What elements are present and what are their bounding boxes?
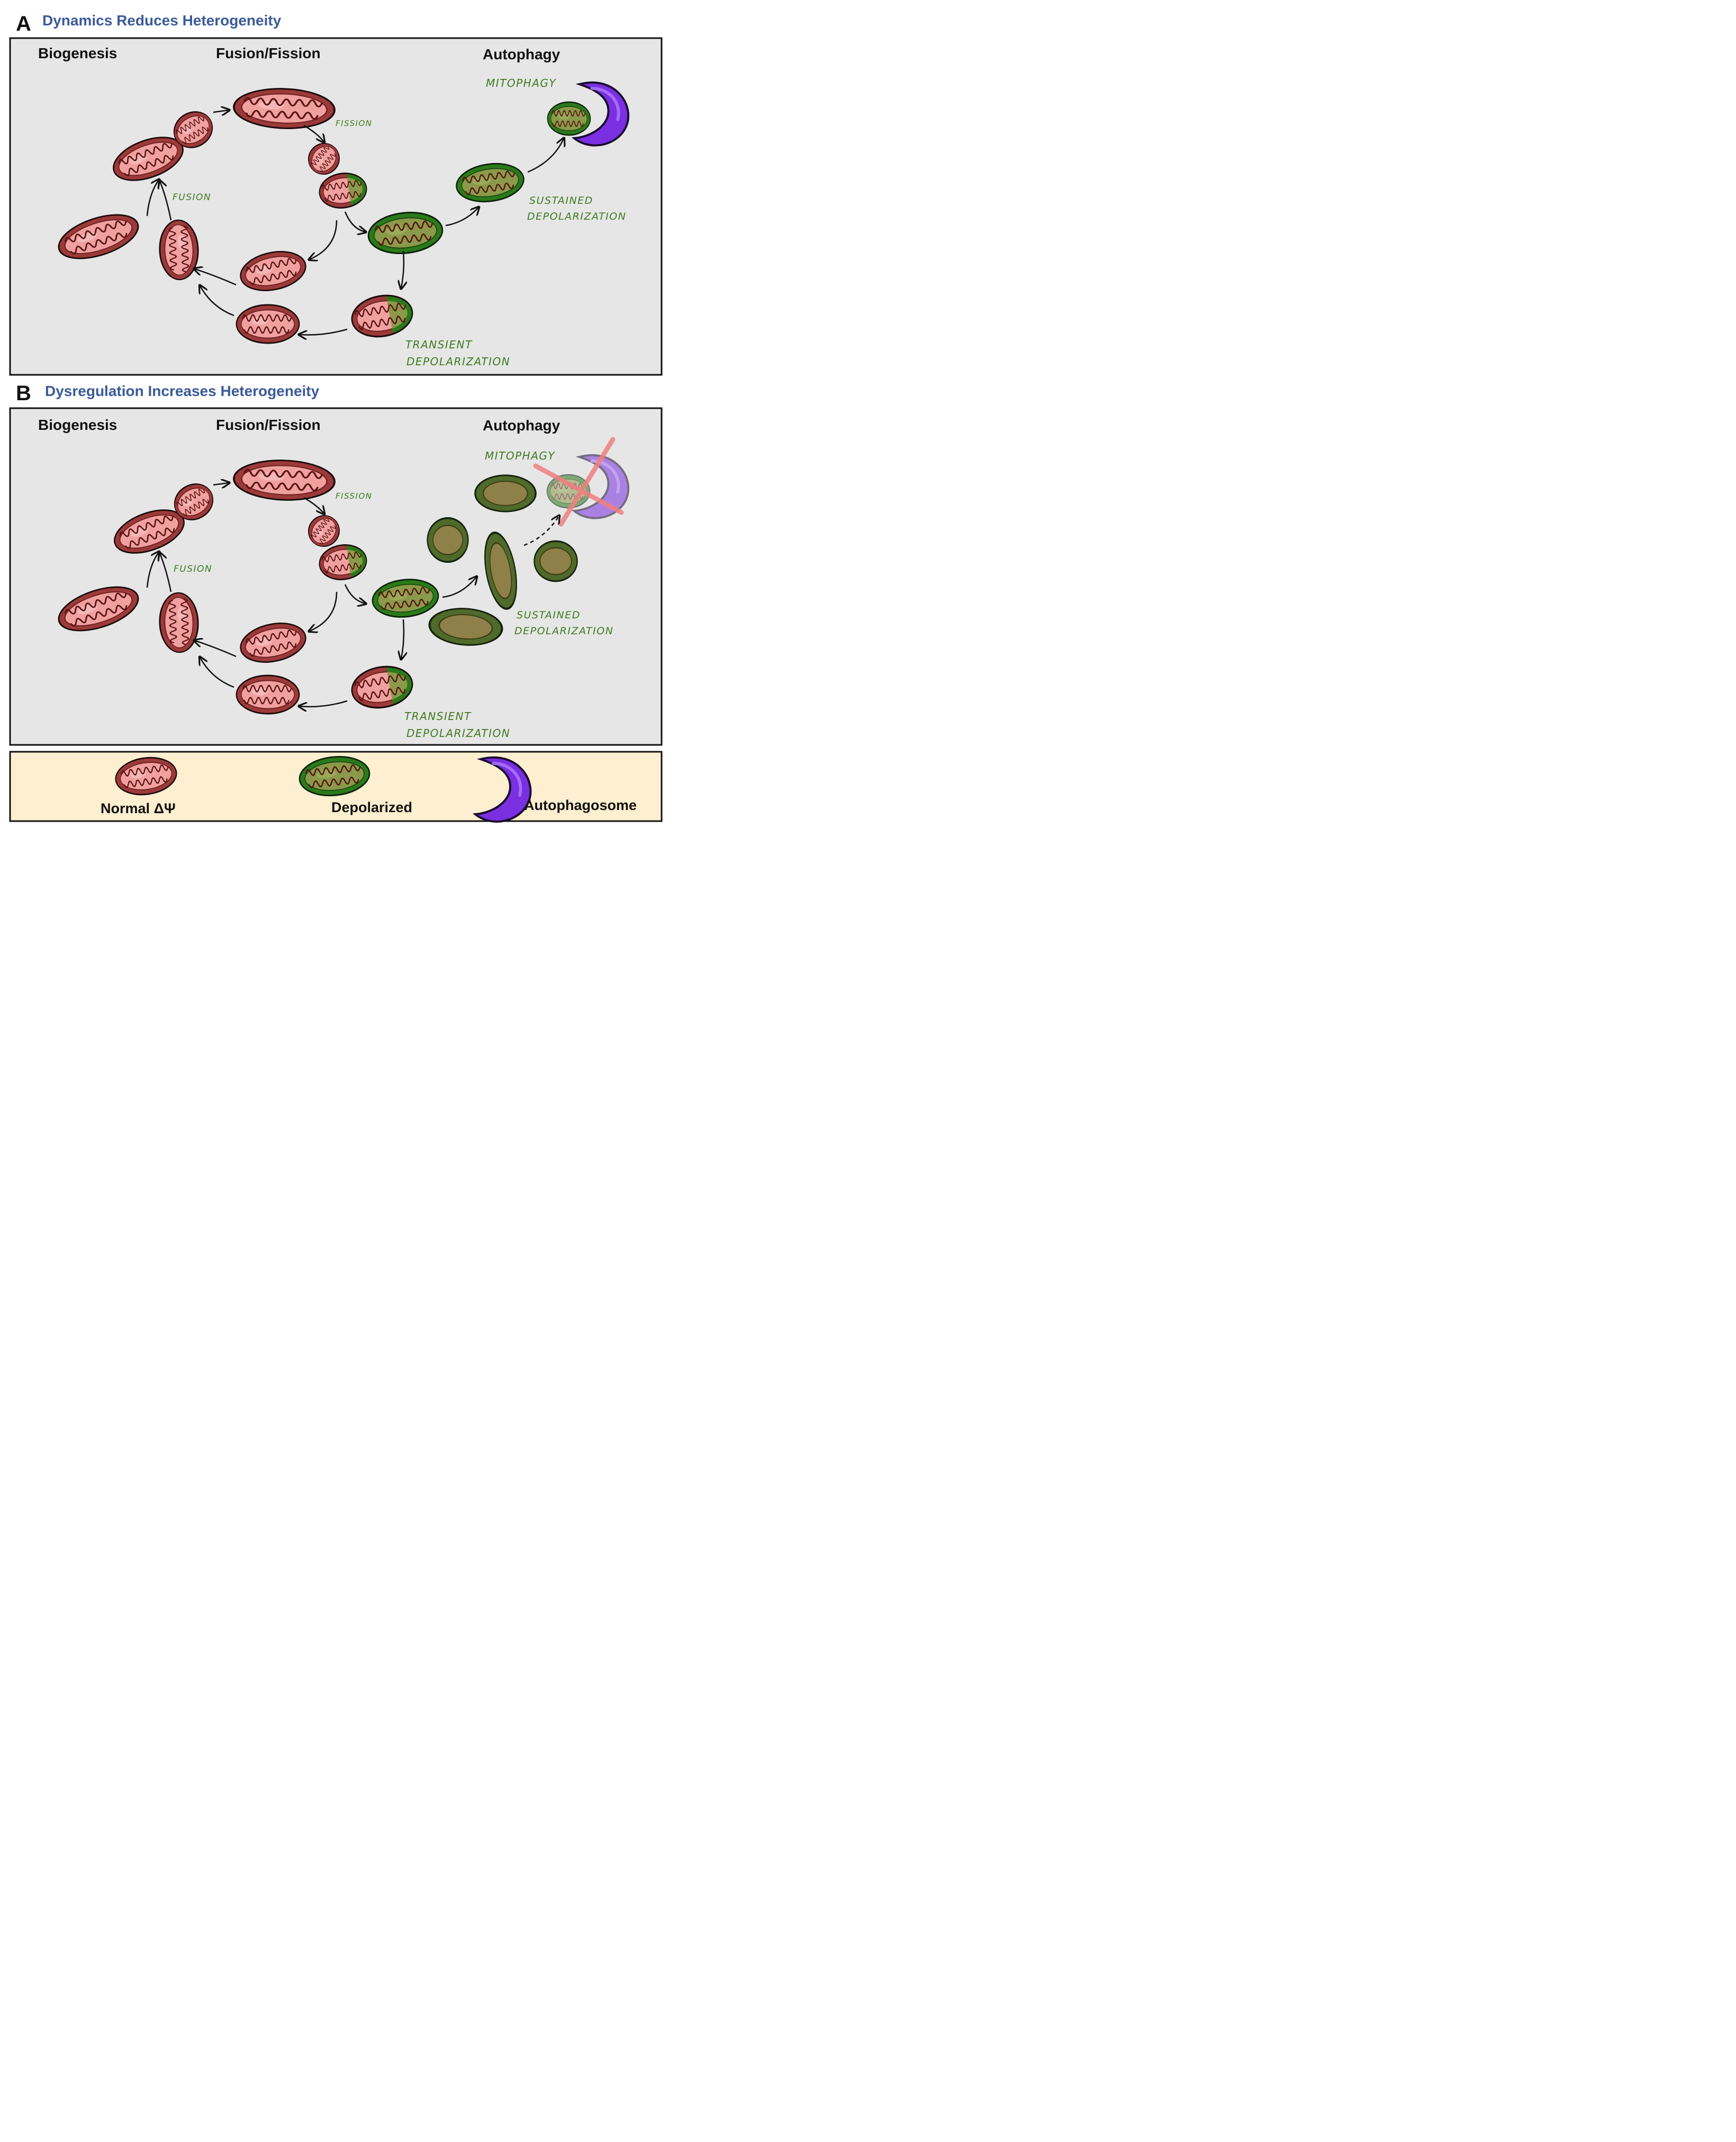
panel-b-label-transient: TRANSIENT [404,710,472,723]
panel-b-arrow-return-upper [195,641,237,658]
panel-a-label-transient-depolarization: DEPOLARIZATION [406,355,510,368]
panel-b-title: Dysregulation Increases Heterogeneity [45,383,320,399]
panel-b-arrow-fusion-left [146,552,159,588]
legend-depolarized-label: Depolarized [331,799,412,815]
panel-a-arrow-to-return-upper [310,220,338,259]
panel-b-arrow-to-large [213,483,229,485]
panel-a-arrow-fusion-left [146,180,159,217]
panel-b-label-sustained: SUSTAINED [517,609,581,621]
panel-b-arrow-to-transient [401,619,404,659]
panel-a-header-fusion-fission: Fusion/Fission [216,45,321,61]
panel-b-arrow-fusion-right [160,553,172,592]
panel-b-arrow-return-lower [200,658,234,688]
panel-b-letter: B [16,382,31,405]
panel-a-mito-engulfed [547,102,590,135]
panel-b-arrow-to-depolarized [344,584,365,604]
panel-b-mito-return-lower [237,676,300,714]
legend: Normal ΔΨ Depolarized Autophagosome [9,751,663,822]
panel-a-header-biogenesis: Biogenesis [38,45,117,61]
panel-b-header-fusion-fission: Fusion/Fission [216,417,321,433]
panel-b-label-mitophagy: MITOPHAGY [485,449,555,462]
panel-a-arrow-return-upper [195,269,237,286]
panel-a-arrow-transient-back [300,328,348,335]
panel-b-label-transient-depolarization: DEPOLARIZATION [406,727,510,740]
panel-a-arrow-fission [303,124,324,142]
mitochondria-dynamics-figure: A Dynamics Reduces Heterogeneity Biogene… [9,12,663,836]
panel-a-label-mitophagy: MITOPHAGY [486,77,556,89]
panel-b-arrow-to-mitophagy-dashed [523,516,559,546]
panel-b-mito-swollen-left [426,517,469,563]
panel-a-mito-return-lower [237,305,300,343]
panel-a-arrow-to-transient [401,250,404,288]
panel-b-header-autophagy: Autophagy [483,417,560,434]
panel-a-letter: A [16,12,31,35]
panel-b: B Dysregulation Increases Heterogeneity … [9,382,663,746]
panel-a-arrow-to-large [213,110,229,112]
panel-b-label-sustained-depolarization: DEPOLARIZATION [514,625,613,637]
panel-b-mito-swollen-right [533,540,578,582]
panel-b-mito-swollen-top [474,474,537,512]
panel-a: A Dynamics Reduces Heterogeneity Biogene… [9,12,663,376]
panel-b-arrow-to-sustained [442,577,476,598]
panel-b-arrow-transient-back [300,700,348,707]
panel-a-label-fusion: FUSION [173,192,211,203]
panel-a-arrow-fusion-right [160,181,172,221]
legend-autophagosome-label: Autophagosome [524,797,637,813]
panel-b-label-fission: FISSION [336,491,373,501]
panel-a-header-autophagy: Autophagy [483,46,560,62]
panel-b-arrows [146,483,559,707]
panel-b-header-biogenesis: Biogenesis [38,417,117,433]
panel-b-arrow-to-return-upper [310,591,338,631]
panel-a-label-sustained: SUSTAINED [529,195,593,206]
panel-b-arrow-fission [303,497,324,514]
panel-b-cross-mark [533,437,624,527]
panel-a-title: Dynamics Reduces Heterogeneity [42,12,282,29]
panel-a-arrows [146,110,564,335]
panel-a-label-transient: TRANSIENT [405,338,473,351]
panel-a-label-fission: FISSION [336,119,373,128]
panel-a-arrow-return-lower [200,286,234,317]
panel-a-arrow-to-sustained [445,208,478,227]
panel-a-arrow-to-depolarized [344,211,365,232]
panel-a-label-sustained-depolarization: DEPOLARIZATION [527,211,626,222]
panel-b-label-fusion: FUSION [174,564,212,574]
panel-a-arrow-to-mitophagy [527,139,564,173]
legend-normal-label: Normal ΔΨ [101,800,176,816]
